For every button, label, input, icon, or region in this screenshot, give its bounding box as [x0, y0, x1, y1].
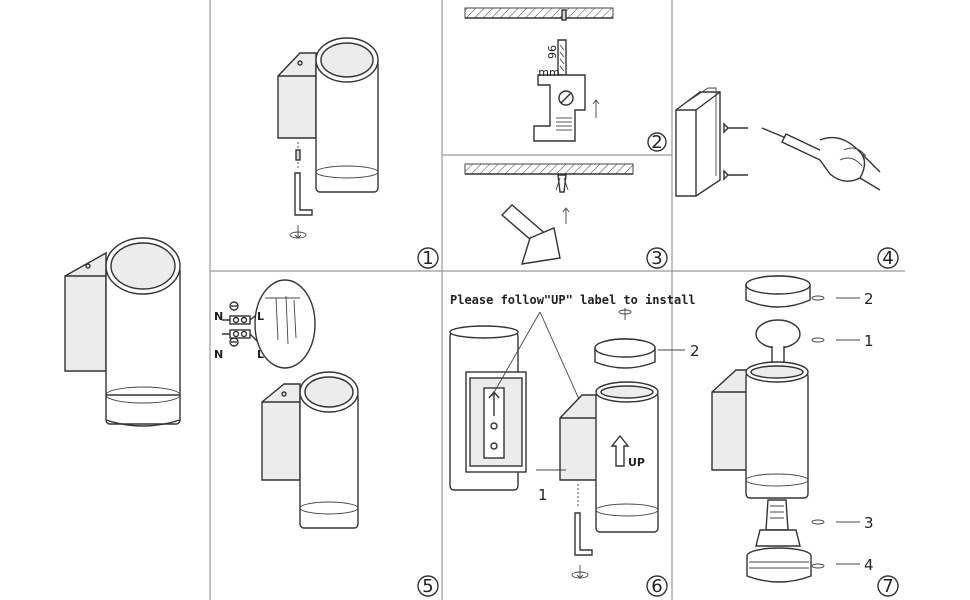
- product-overview: [64, 237, 181, 427]
- step-1-number: 1: [422, 248, 433, 269]
- step-6-up-label: UP: [628, 456, 645, 469]
- step-6-badge: [646, 575, 668, 597]
- step-3-number: 3: [651, 248, 662, 269]
- step-1-badge: [417, 247, 439, 269]
- step-6-callout-2: 2: [690, 342, 700, 360]
- step-1-panel: [277, 37, 379, 239]
- step-7-callout-2: 2: [864, 290, 874, 308]
- step-5-neutral-top: N: [214, 310, 223, 323]
- step-7-badge: [877, 575, 899, 597]
- step-6-callout-1: 1: [538, 486, 548, 504]
- step-6-note: Please follow"UP" label to install: [450, 293, 696, 307]
- step-3-panel: [464, 163, 634, 265]
- panel-grid: [209, 0, 905, 600]
- step-4-number: 4: [882, 248, 893, 269]
- step-2-depth-label: mm: [538, 66, 559, 79]
- step-4-badge: [877, 247, 899, 269]
- step-2-badge: [647, 132, 667, 152]
- step-6-panel: [449, 308, 685, 579]
- step-3-badge: [646, 247, 668, 269]
- step-7-callout-1: 1: [864, 332, 874, 350]
- step-4-panel: [675, 87, 881, 197]
- step-5-live-top: L: [257, 310, 264, 323]
- step-7-number: 7: [882, 576, 893, 597]
- step-7-callout-3: 3: [864, 514, 874, 532]
- step-2-panel: [464, 7, 614, 142]
- step-6-number: 6: [651, 576, 662, 597]
- step-5-number: 5: [422, 576, 433, 597]
- step-7-callout-4: 4: [864, 556, 874, 574]
- step-7-panel: [711, 275, 860, 583]
- step-5-neutral-bottom: N: [214, 348, 223, 361]
- step-5-live-bottom: L: [257, 348, 264, 361]
- step-5-panel: [222, 279, 359, 529]
- step-2-drill-label: 96: [545, 45, 558, 59]
- step-5-badge: [417, 575, 439, 597]
- step-2-number: 2: [651, 132, 662, 153]
